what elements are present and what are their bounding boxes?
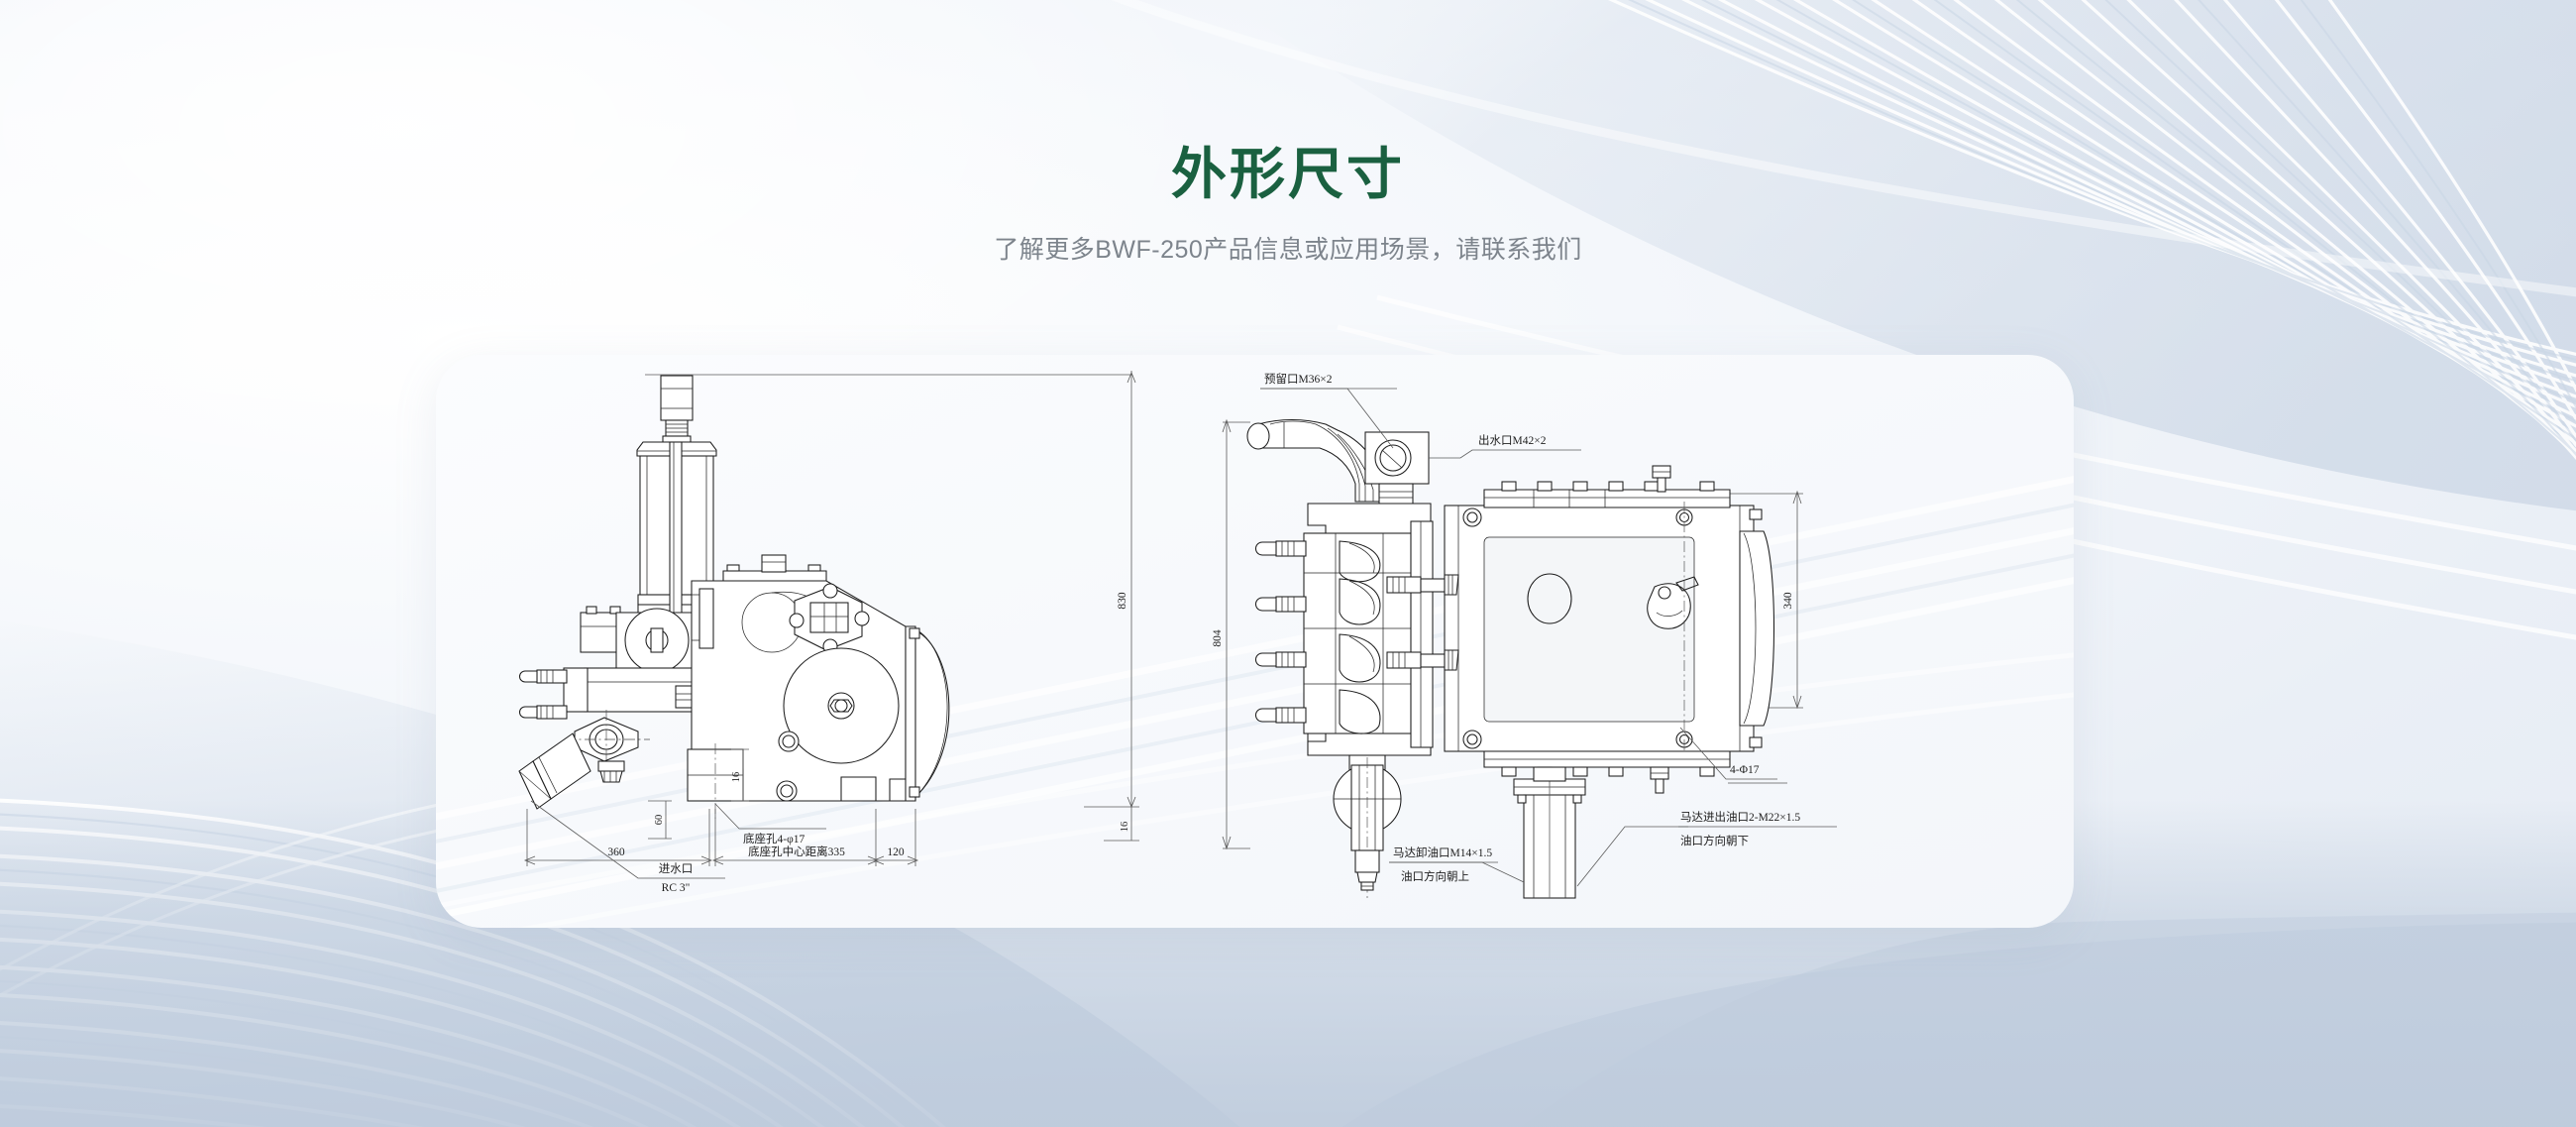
callout-water-inlet: 进水口 RC 3" [530, 800, 725, 894]
callout-water-inlet-line1: 进水口 [659, 862, 694, 875]
hydraulic-motor [1513, 766, 1586, 899]
callout-mount-holes: 4-Φ17 [1679, 727, 1787, 784]
page-subtitle: 了解更多BWF-250产品信息或应用场景，请联系我们 [994, 236, 1582, 264]
water-inlet-assembly [518, 710, 650, 810]
top-bolts [1501, 481, 1715, 507]
dimension-830: 830 [1117, 592, 1128, 610]
dimension-340: 340 [1782, 592, 1794, 610]
lower-valve-assembly [1333, 754, 1402, 898]
callout-mount-holes-label: 4-Φ17 [1730, 764, 1760, 776]
suction-studs [1254, 540, 1307, 724]
gearbox-housing [691, 554, 950, 802]
callout-water-inlet-line2: RC 3" [662, 882, 691, 894]
technical-drawing-left: 830 16 [489, 355, 1183, 926]
side-fittings [519, 669, 568, 720]
drawings-card: 830 16 [436, 355, 2074, 928]
callout-motor-oil-ports: 马达进出油口2-M22×1.5 油口方向朝下 [1576, 810, 1837, 887]
inlet-elbow-pipe [1246, 419, 1384, 503]
callout-base-hole-label: 底座孔4-φ17 [743, 832, 805, 845]
dimension-16-right: 16 [1120, 822, 1130, 833]
bottom-dimension-lines: 360 底座孔中心距离335 120 60 [523, 748, 919, 866]
crankcase-housing [1386, 465, 1774, 794]
callout-motor-drain-port: 马达卸油口M14×1.5 油口方向朝上 [1389, 845, 1525, 883]
callout-motor-drain-line2: 油口方向朝上 [1401, 869, 1469, 883]
dimension-60: 60 [654, 815, 665, 826]
dimension-120: 120 [887, 846, 905, 858]
water-outlet-block [1364, 431, 1430, 507]
fluid-end-assembly [1254, 503, 1434, 756]
callout-water-outlet-label: 出水口M42×2 [1478, 433, 1547, 447]
callout-motor-drain-line1: 马达卸油口M14×1.5 [1393, 845, 1492, 859]
hydraulic-connectors [1386, 574, 1459, 671]
callout-base-holes: 底座孔4-φ17 [714, 803, 826, 845]
dimension-16-inner: 16 [731, 772, 742, 783]
callout-reserved-port-label: 预留口M36×2 [1264, 373, 1333, 386]
page-title: 外形尺寸 [1171, 143, 1405, 205]
dimension-804: 804 [1212, 629, 1224, 647]
dimension-base-hole-spacing: 底座孔中心距离335 [748, 845, 845, 858]
dimension-360: 360 [607, 846, 625, 858]
page-header: 外形尺寸 了解更多BWF-250产品信息或应用场景，请联系我们 [0, 0, 2576, 263]
callout-motor-oil-line1: 马达进出油口2-M22×1.5 [1680, 810, 1800, 824]
technical-drawing-right: 804 340 [1189, 363, 2061, 924]
callout-motor-oil-line2: 油口方向朝下 [1680, 834, 1749, 847]
base-foot [687, 743, 744, 819]
callout-reserved-port: 预留口M36×2 [1260, 373, 1397, 449]
left-elevation-svg: 830 16 [518, 371, 1139, 894]
card-inner: 830 16 [436, 355, 2074, 928]
right-elevation-svg: 804 340 [1212, 373, 1837, 899]
callout-water-outlet: 出水口M42×2 [1429, 433, 1581, 459]
